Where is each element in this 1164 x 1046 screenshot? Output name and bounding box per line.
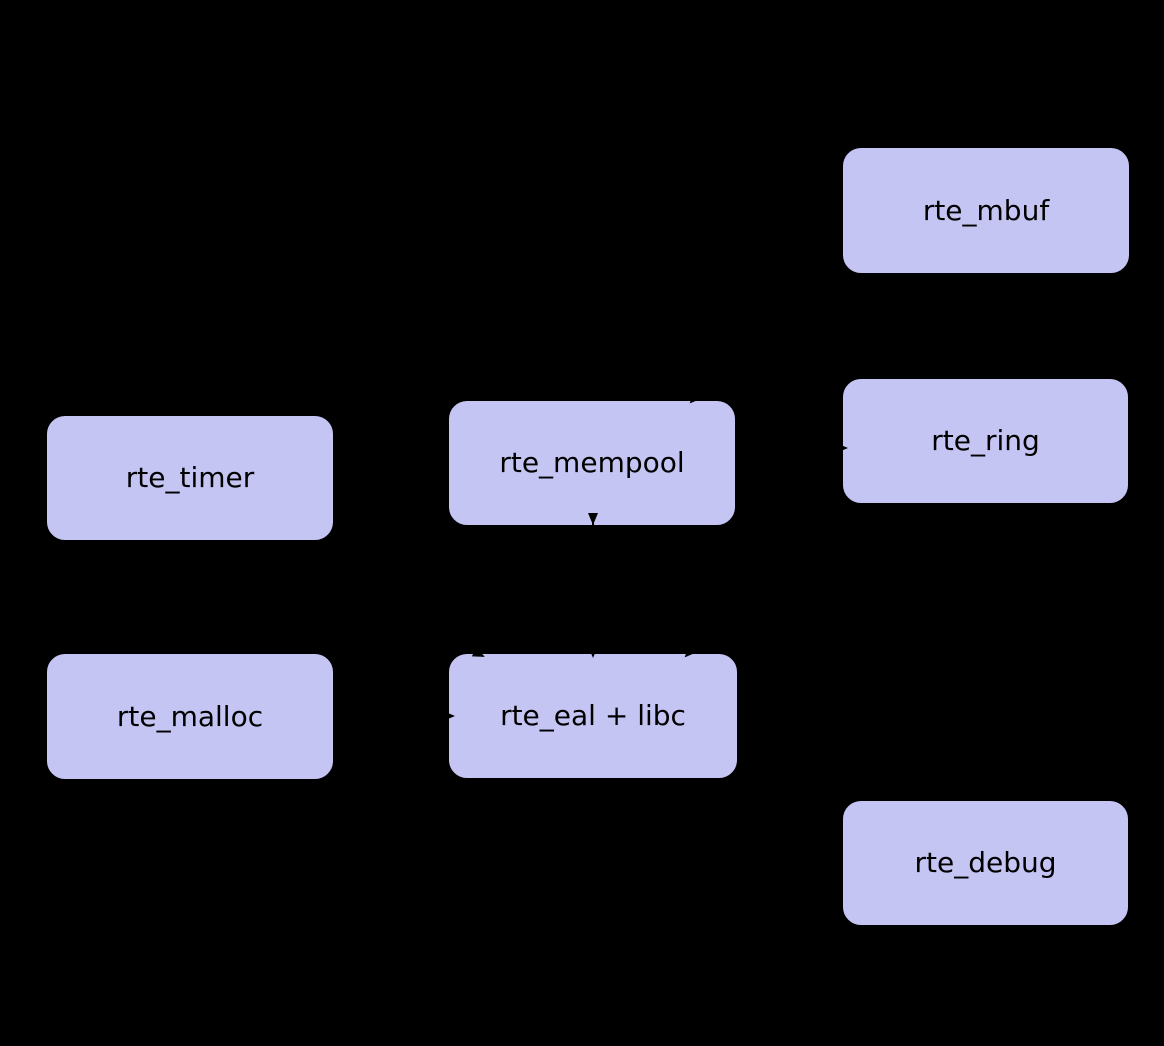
node-rte-ring: rte_ring	[841, 377, 1130, 505]
node-rte-eal-libc-label: rte_eal + libc	[500, 699, 686, 732]
node-rte-debug-label: rte_debug	[914, 846, 1057, 879]
node-rte-eal-libc: rte_eal + libc	[447, 652, 739, 780]
node-rte-mbuf: rte_mbuf	[841, 146, 1131, 275]
arrow-mbuf-to-mempool	[689, 291, 806, 404]
arrow-timer-to-eal	[244, 547, 485, 657]
node-rte-mempool: rte_mempool	[447, 399, 737, 527]
node-rte-debug: rte_debug	[841, 799, 1130, 927]
node-rte-ring-label: rte_ring	[931, 424, 1040, 457]
node-rte-malloc-label: rte_malloc	[116, 699, 264, 733]
node-rte-mbuf-label: rte_mbuf	[922, 193, 1050, 227]
node-rte-timer-label: rte_timer	[125, 461, 255, 494]
node-rte-malloc: rte_malloc	[45, 652, 335, 781]
node-rte-timer: rte_timer	[45, 414, 335, 542]
node-rte-mempool-label: rte_mempool	[499, 446, 685, 479]
arrow-ring-to-eal	[684, 509, 829, 658]
arrow-debug-to-eal	[738, 770, 839, 817]
